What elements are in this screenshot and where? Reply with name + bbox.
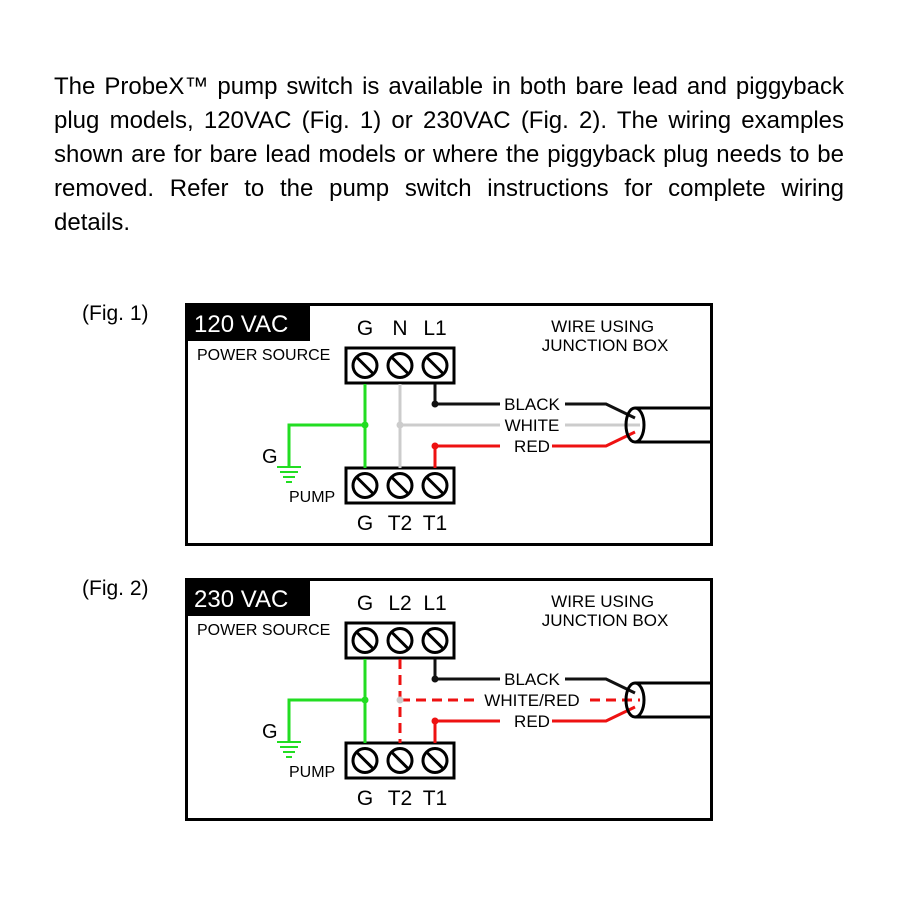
wire-label-white: WHITE: [505, 416, 560, 435]
junction-label: WIRE USING JUNCTION BOX: [542, 317, 669, 355]
screw-slot: [425, 356, 445, 375]
terminal-label: G: [357, 512, 373, 535]
terminal-label: L1: [423, 317, 446, 340]
terminal-label: G: [357, 592, 373, 615]
screw-slot: [425, 751, 445, 770]
red-junction-dot: [431, 442, 439, 450]
screw-slot: [425, 476, 445, 495]
terminal-label: G: [357, 317, 373, 340]
cable-sheath: [635, 406, 711, 444]
junction-label-line-1: WIRE USING: [551, 592, 654, 611]
ground-symbol: [277, 466, 301, 483]
cable-sheath: [635, 681, 711, 719]
junction-label-line-1: WIRE USING: [551, 317, 654, 336]
figure-2-label: (Fig. 2): [82, 577, 149, 600]
figure-1-label: (Fig. 1): [82, 302, 149, 325]
wiring-diagram-230vac: 230 VAC POWER SOURCE PUMP G WIRE USING J…: [185, 578, 713, 821]
power-source-label: POWER SOURCE: [197, 622, 330, 639]
pump-label: PUMP: [289, 489, 335, 506]
voltage-badge: 120 VAC: [194, 311, 288, 338]
terminal-label: T1: [423, 787, 448, 810]
voltage-badge-bg: [186, 304, 310, 341]
black-junction-dot: [431, 400, 439, 408]
screw-slot: [390, 356, 410, 375]
screw-slot: [390, 476, 410, 495]
screw-slot: [355, 356, 375, 375]
pump-terminal-block: G T2 T1: [344, 741, 456, 810]
voltage-badge: 230 VAC: [194, 586, 288, 613]
junction-label-line-2: JUNCTION BOX: [542, 336, 669, 355]
ground-wire-to-earth: [287, 698, 365, 741]
screw-slot: [355, 476, 375, 495]
terminal-label: T2: [388, 787, 413, 810]
terminal-label: G: [357, 787, 373, 810]
ground-wire-to-earth: [287, 423, 365, 466]
screw-slot: [355, 631, 375, 650]
junction-label: WIRE USING JUNCTION BOX: [542, 592, 669, 630]
source-terminal-block: G L2 L1: [344, 592, 456, 660]
white-junction-dot: [396, 421, 404, 429]
wire-label-white-red: WHITE/RED: [484, 691, 579, 710]
voltage-badge-bg: [186, 579, 310, 616]
screw-slot: [355, 751, 375, 770]
ground-symbol-label: G: [262, 721, 278, 743]
l2-junction-dot: [396, 696, 404, 704]
terminal-label: T1: [423, 512, 448, 535]
power-source-label: POWER SOURCE: [197, 347, 330, 364]
red-junction-dot: [431, 717, 439, 725]
pump-label: PUMP: [289, 764, 335, 781]
black-junction-dot: [431, 675, 439, 683]
ground-symbol-label: G: [262, 446, 278, 468]
pump-terminal-block: G T2 T1: [344, 466, 456, 535]
terminal-label: L1: [423, 592, 446, 615]
junction-label-line-2: JUNCTION BOX: [542, 611, 669, 630]
diagram-frame: [185, 578, 713, 821]
wiring-diagram-120vac: 120 VAC POWER SOURCE PUMP G WIRE USING J…: [185, 303, 713, 546]
wire-label-black: BLACK: [504, 670, 560, 689]
screw-slot: [425, 631, 445, 650]
wire-label-red: RED: [514, 437, 550, 456]
intro-paragraph: The ProbeX™ pump switch is available in …: [54, 73, 844, 236]
screw-slot: [390, 751, 410, 770]
terminal-label: T2: [388, 512, 413, 535]
ground-junction-dot: [361, 421, 369, 429]
terminal-label: N: [392, 317, 407, 340]
diagram-frame: [185, 303, 713, 546]
ground-junction-dot: [361, 696, 369, 704]
wire-label-red: RED: [514, 712, 550, 731]
wire-label-black: BLACK: [504, 395, 560, 414]
terminal-label: L2: [388, 592, 411, 615]
screw-slot: [390, 631, 410, 650]
ground-symbol: [277, 741, 301, 758]
